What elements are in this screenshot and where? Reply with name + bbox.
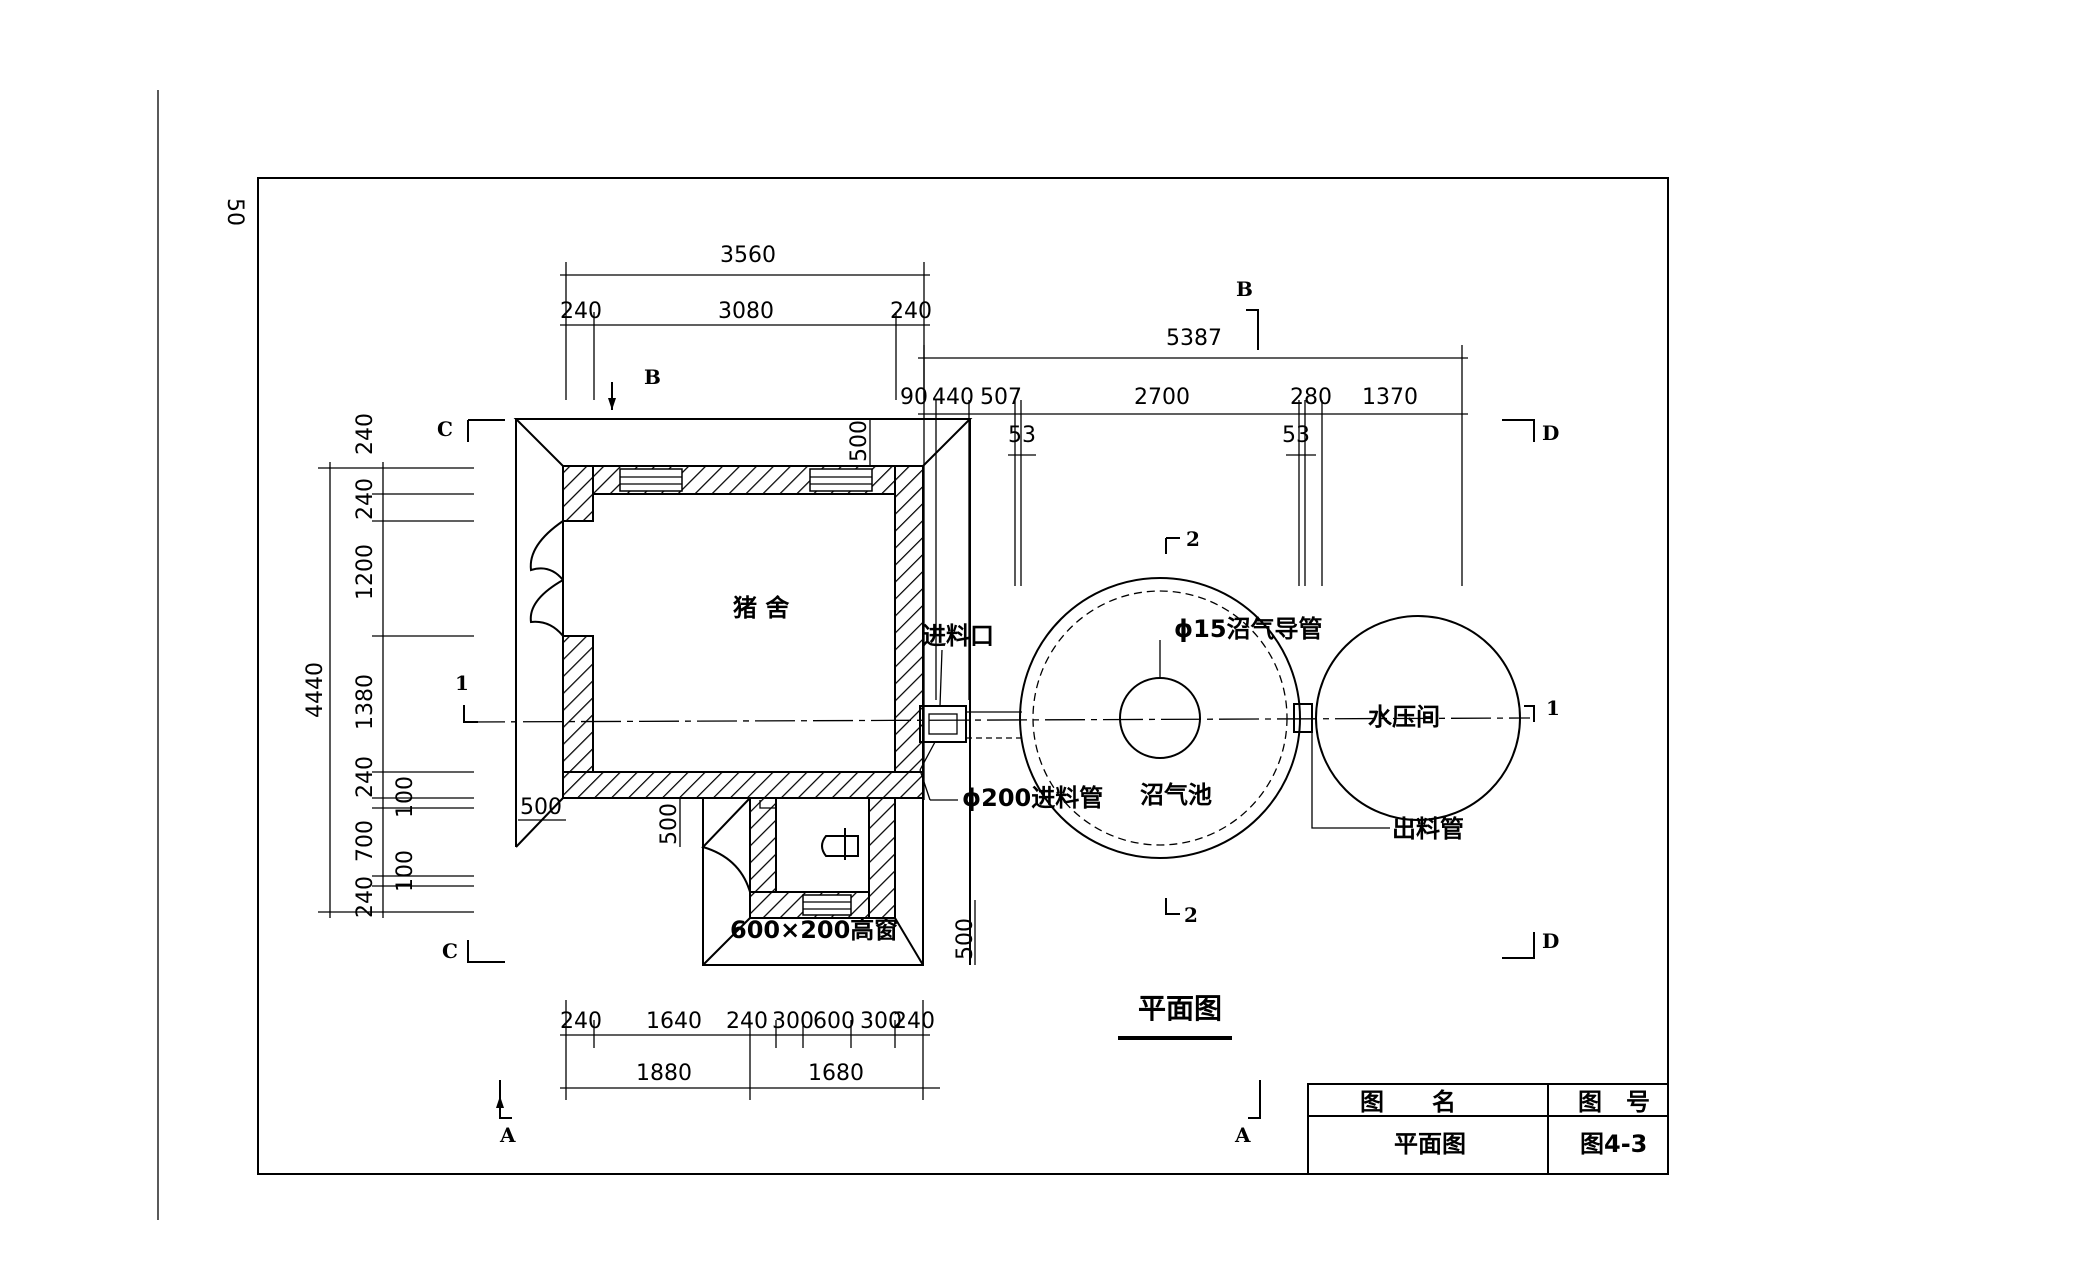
outlet-pipe-label: 出料管 xyxy=(1392,815,1464,843)
dim-top-53-right: 53 xyxy=(1282,423,1310,448)
dim-left-240-d: 240 xyxy=(353,876,378,918)
dim-top-53-left: 53 xyxy=(1008,423,1036,448)
title-block-number-header: 图 号 xyxy=(1578,1088,1650,1116)
page-number: 50 xyxy=(222,198,247,226)
pig-house-doors xyxy=(529,520,564,637)
dim-left-1380: 1380 xyxy=(353,674,378,730)
dim-left-100-a: 100 xyxy=(393,776,418,818)
drawing-title: 平面图 xyxy=(1138,992,1222,1025)
section-b-right: B xyxy=(1236,277,1253,301)
dim-left-240-b: 240 xyxy=(353,478,378,520)
section-2-bottom: 2 xyxy=(1184,903,1198,927)
section-b-left: B xyxy=(644,365,661,389)
toilet-annex xyxy=(701,797,924,966)
pressure-room-label: 水压间 xyxy=(1368,703,1440,731)
feed-inlet xyxy=(919,705,1022,801)
dim-top-2700: 2700 xyxy=(1134,385,1190,410)
title-block xyxy=(1307,1083,1669,1175)
feed-inlet-label: 进料口 xyxy=(922,622,994,650)
top-dimensions xyxy=(560,262,1468,800)
dim-top-280: 280 xyxy=(1290,385,1332,410)
dim-bot-300-b: 300 xyxy=(860,1009,902,1034)
dim-left-240-a: 240 xyxy=(353,413,378,455)
dim-bot-240-b: 240 xyxy=(726,1009,768,1034)
dim-left-total: 4440 xyxy=(303,662,328,718)
drawing-frame xyxy=(257,177,1669,1175)
digester-label: 沼气池 xyxy=(1140,781,1212,809)
dim-top-1370: 1370 xyxy=(1362,385,1418,410)
dim-top-440: 440 xyxy=(932,385,974,410)
title-block-name-value: 平面图 xyxy=(1394,1130,1466,1158)
dim-inner-500-top: 500 xyxy=(847,420,872,462)
dim-top-240-left: 240 xyxy=(560,299,602,324)
high-window-label: 600×200高窗 xyxy=(730,916,898,944)
section-a-left: A xyxy=(499,1123,516,1147)
section-1-right: 1 xyxy=(1546,696,1560,720)
dim-top-240-right: 240 xyxy=(890,299,932,324)
dim-top-total: 3560 xyxy=(720,243,776,268)
dim-top-5387: 5387 xyxy=(1166,326,1222,351)
gas-pipe-label: ϕ15沼气导管 xyxy=(1174,615,1323,643)
left-dimensions xyxy=(318,462,474,918)
dim-mid-500-right: 500 xyxy=(953,918,978,960)
section-line-1 xyxy=(464,717,1531,723)
dim-bot-600: 600 xyxy=(813,1009,855,1034)
pig-house-walls xyxy=(562,465,924,799)
dim-bot-1640: 1640 xyxy=(646,1009,702,1034)
dim-bot-240-a: 240 xyxy=(560,1009,602,1034)
dim-left-240-c: 240 xyxy=(353,756,378,798)
dim-left-1200: 1200 xyxy=(353,544,378,600)
bottom-dimensions xyxy=(560,1000,940,1100)
pig-house-label: 猪 舍 xyxy=(733,594,790,622)
feed-pipe-label: ϕ200进料管 xyxy=(962,784,1103,812)
dim-top-90: 90 xyxy=(900,385,928,410)
section-a-right: A xyxy=(1234,1123,1251,1147)
dim-left-100-b: 100 xyxy=(393,850,418,892)
dim-bot-1680: 1680 xyxy=(808,1061,864,1086)
section-1-left: 1 xyxy=(455,671,469,695)
section-d-top: D xyxy=(1542,421,1559,445)
section-c-bottom: C xyxy=(442,939,458,963)
title-block-name-header: 图 名 xyxy=(1360,1088,1456,1116)
dim-top-507: 507 xyxy=(980,385,1022,410)
dim-bot-300-a: 300 xyxy=(772,1009,814,1034)
dim-top-3080: 3080 xyxy=(718,299,774,324)
title-block-number-value: 图4-3 xyxy=(1580,1130,1647,1158)
dim-mid-500-center: 500 xyxy=(657,803,682,845)
dim-bot-240-c: 240 xyxy=(893,1009,935,1034)
dim-left-700: 700 xyxy=(353,820,378,862)
section-2-top: 2 xyxy=(1186,527,1200,551)
section-c-top: C xyxy=(437,417,453,441)
biogas-digester xyxy=(1019,577,1301,859)
dim-bot-1880: 1880 xyxy=(636,1061,692,1086)
section-d-bottom: D xyxy=(1542,929,1559,953)
dim-mid-500-left: 500 xyxy=(520,795,562,820)
